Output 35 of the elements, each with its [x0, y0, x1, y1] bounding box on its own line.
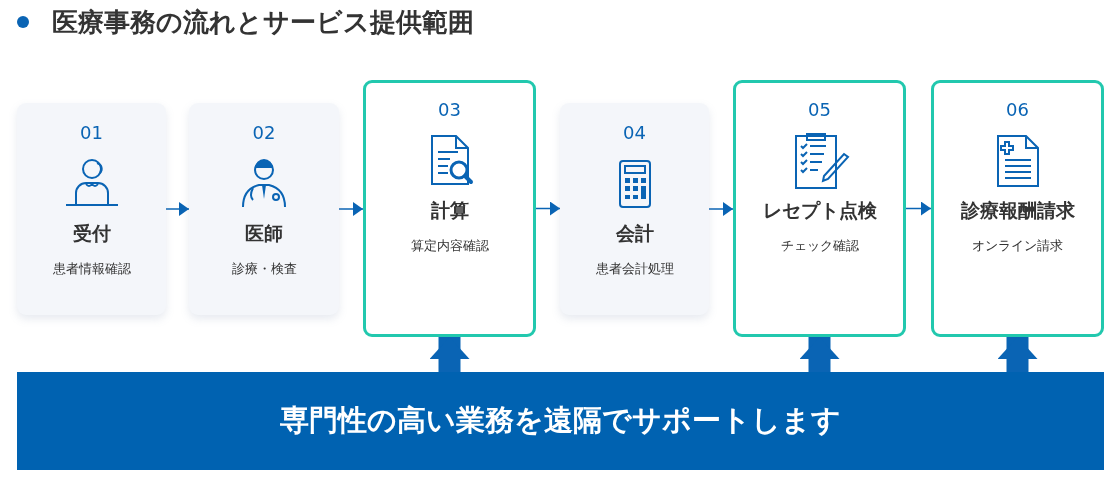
step-description: オンライン請求 — [972, 237, 1063, 255]
step-number: 03 — [438, 99, 461, 121]
arrow — [338, 202, 364, 216]
step-title: 診療報酬請求 — [960, 199, 1075, 221]
block-arrow — [429, 337, 470, 372]
step-description: 算定内容確認 — [410, 237, 489, 255]
step-description: 診療・検査 — [231, 260, 297, 278]
diagram-title: 医療事務の流れとサービス提供範囲 — [52, 6, 474, 39]
step-title: 受付 — [72, 222, 111, 244]
block-arrow — [997, 337, 1038, 372]
step-title: レセプト点検 — [762, 199, 877, 221]
step-number: 02 — [252, 122, 276, 144]
process-card — [931, 80, 1104, 337]
step-description: 患者情報確認 — [52, 260, 131, 278]
process-card — [560, 103, 709, 315]
process-card — [189, 103, 339, 315]
step-title: 会計 — [615, 222, 654, 244]
process-card — [363, 80, 536, 337]
step-number: 06 — [1006, 99, 1029, 121]
step-description: 患者会計処理 — [595, 260, 674, 278]
banner-text: 専門性の高い業務を遠隔でサポートします — [280, 402, 841, 439]
banner — [17, 372, 1104, 470]
step-title: 計算 — [430, 199, 469, 221]
arrow — [535, 201, 561, 216]
arrow — [708, 202, 734, 216]
process-card — [733, 80, 906, 337]
arrow — [165, 202, 190, 216]
arrow — [905, 201, 932, 216]
step-number: 01 — [80, 122, 103, 144]
step-description: チェック確認 — [780, 237, 859, 255]
process-card — [17, 103, 166, 315]
step-number: 05 — [808, 99, 831, 121]
block-arrow — [799, 337, 840, 372]
step-title: 医師 — [245, 222, 283, 244]
step-number: 04 — [623, 122, 646, 144]
